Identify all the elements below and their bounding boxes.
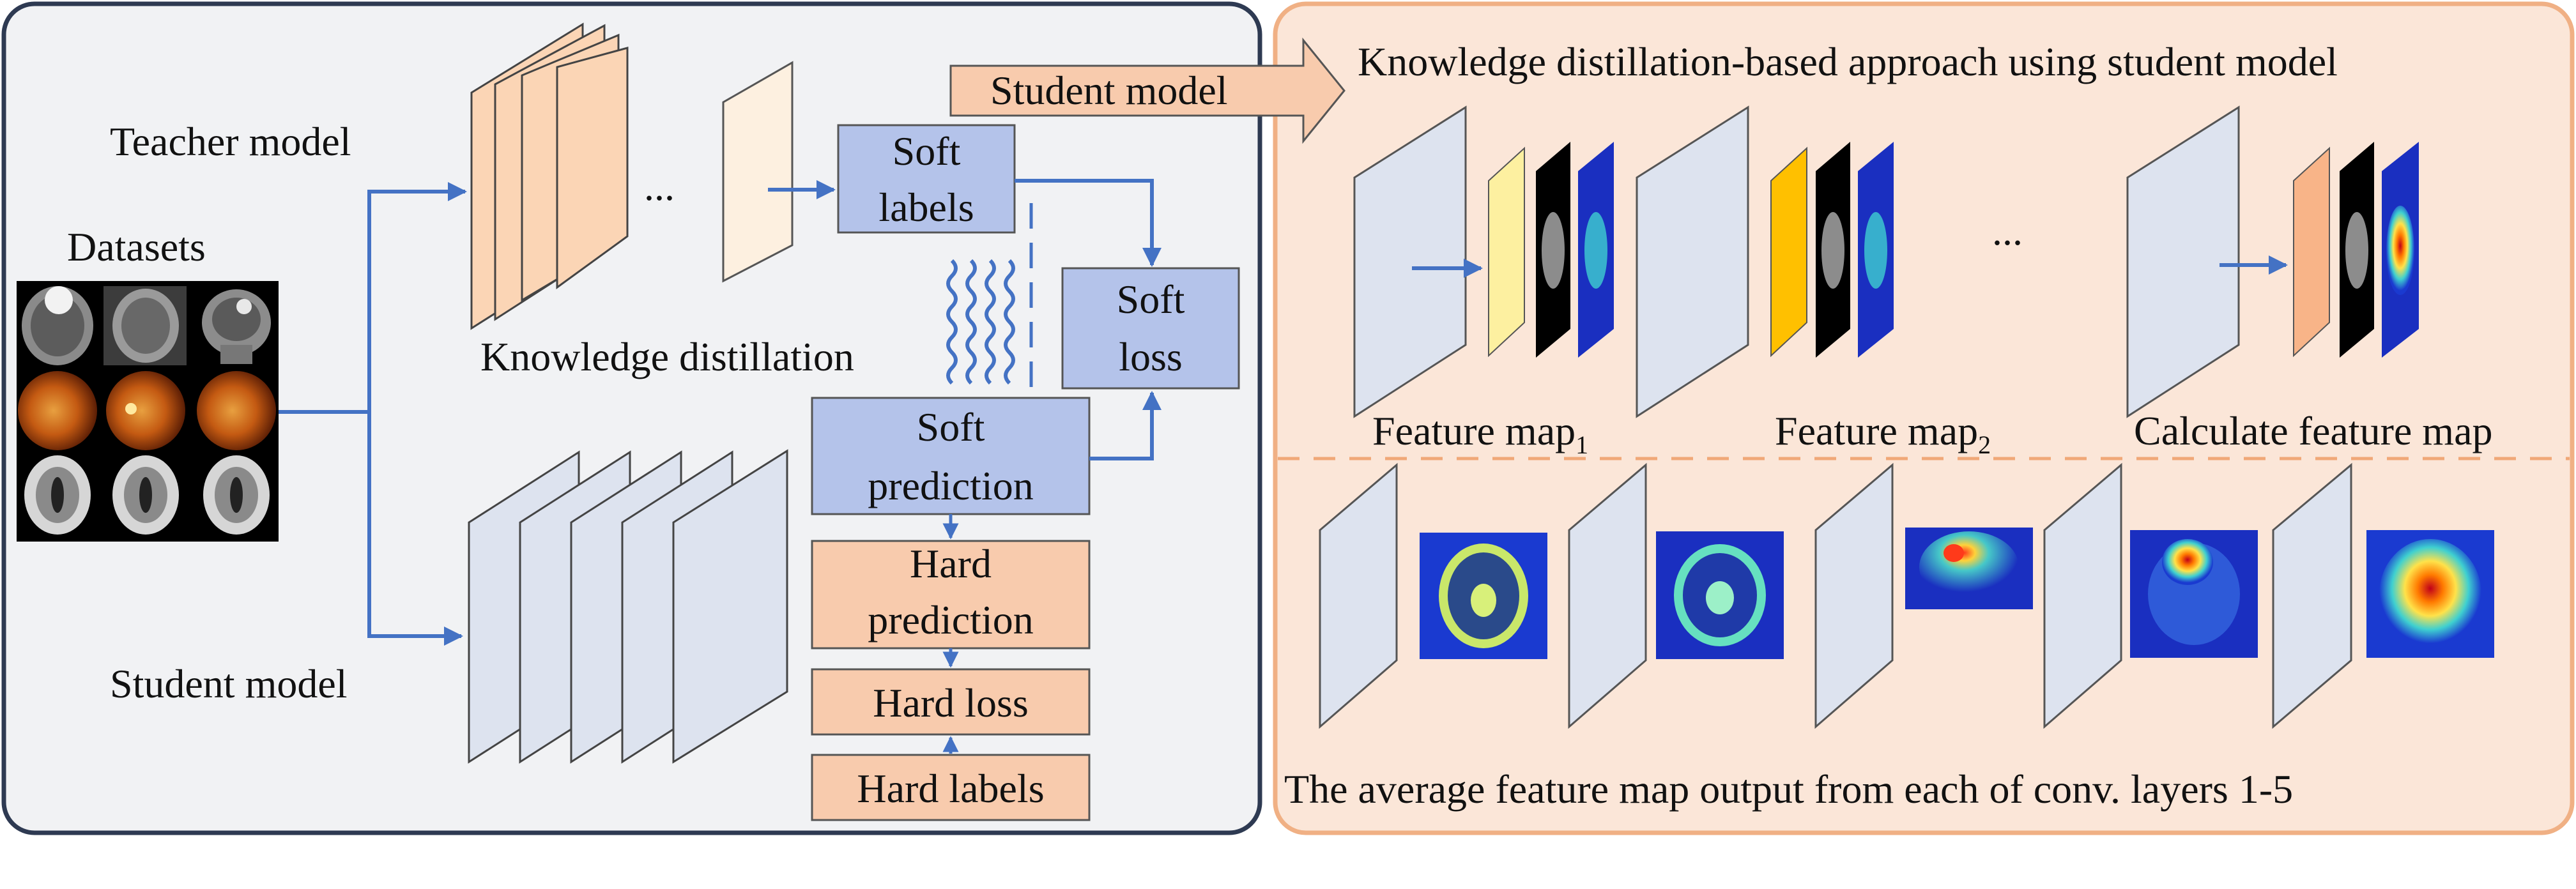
svg-text:Hard: Hard [910,541,992,586]
heatmap-layer-2 [1656,531,1784,659]
teacher-output-layer [722,61,793,283]
bottom-caption: The average feature map output from each… [1284,766,2293,812]
feature-slab-3 [2293,146,2330,358]
svg-text:Soft: Soft [893,128,961,174]
student-model-label: Student model [110,661,348,706]
dataset-image-1 [22,286,93,365]
svg-text:Soft: Soft [1117,277,1185,322]
feature-slab-1 [1488,146,1525,358]
dataset-image-4 [18,371,97,450]
dataset-image-2 [103,286,187,365]
dataset-image-5 [106,371,185,450]
distillation-waves [946,259,1015,385]
dataset-arrows [279,182,467,646]
right-panel-title: Knowledge distillation-based approach us… [1358,39,2338,84]
feature-map-2-label: Feature map2 [1775,408,1991,459]
svg-text:Hard loss: Hard loss [873,680,1029,726]
conv-layer-2 [1636,105,1749,418]
heatmap-layer-1 [1420,533,1547,659]
svg-text:prediction: prediction [868,597,1033,642]
dataset-image-6 [197,371,276,450]
conv-layer-3 [2126,105,2240,418]
svg-text:labels: labels [878,185,974,230]
svg-text:Student model: Student model [990,68,1228,113]
teacher-layers [470,22,629,330]
conv-layer-1 [1353,105,1467,418]
heatmap-layer-5 [2366,530,2494,658]
teacher-ellipsis: ... [644,163,675,209]
bottom-conv-layers [1319,462,2352,729]
svg-text:Hard labels: Hard labels [857,766,1044,811]
feature-slab-2 [1770,146,1807,358]
teacher-model-label: Teacher model [110,119,351,164]
dataset-image-7 [24,455,91,535]
soft-labels-to-soft-loss-arrow [1015,179,1162,267]
soft-loss-box: Soft loss [1061,267,1240,390]
dataset-image-8 [112,455,179,535]
soft-prediction-to-soft-loss-arrow [1089,391,1162,460]
hard-labels-box: Hard labels [811,754,1091,821]
dataset-grid [17,281,279,542]
svg-text:Soft: Soft [917,404,985,450]
hard-loss-box: Hard loss [811,668,1091,736]
heatmap-layer-4 [2130,530,2258,658]
student-model-arrow: Student model [949,37,1346,144]
calculate-feature-map-label: Calculate feature map [2134,408,2492,453]
knowledge-distillation-label: Knowledge distillation [480,334,854,379]
feature-map-1-label: Feature map1 [1372,408,1588,459]
student-layers [468,449,788,764]
soft-prediction-box: Soft prediction [811,397,1091,515]
svg-text:loss: loss [1119,334,1183,379]
feature-ellipsis: ... [1992,208,2023,254]
heatmap-layer-3 [1905,528,2033,609]
svg-text:prediction: prediction [868,463,1033,508]
hard-prediction-box: Hard prediction [811,540,1091,650]
dataset-image-9 [203,455,270,535]
soft-labels-box: Soft labels [837,124,1016,234]
dataset-image-3 [202,289,271,364]
datasets-label: Datasets [67,224,206,270]
